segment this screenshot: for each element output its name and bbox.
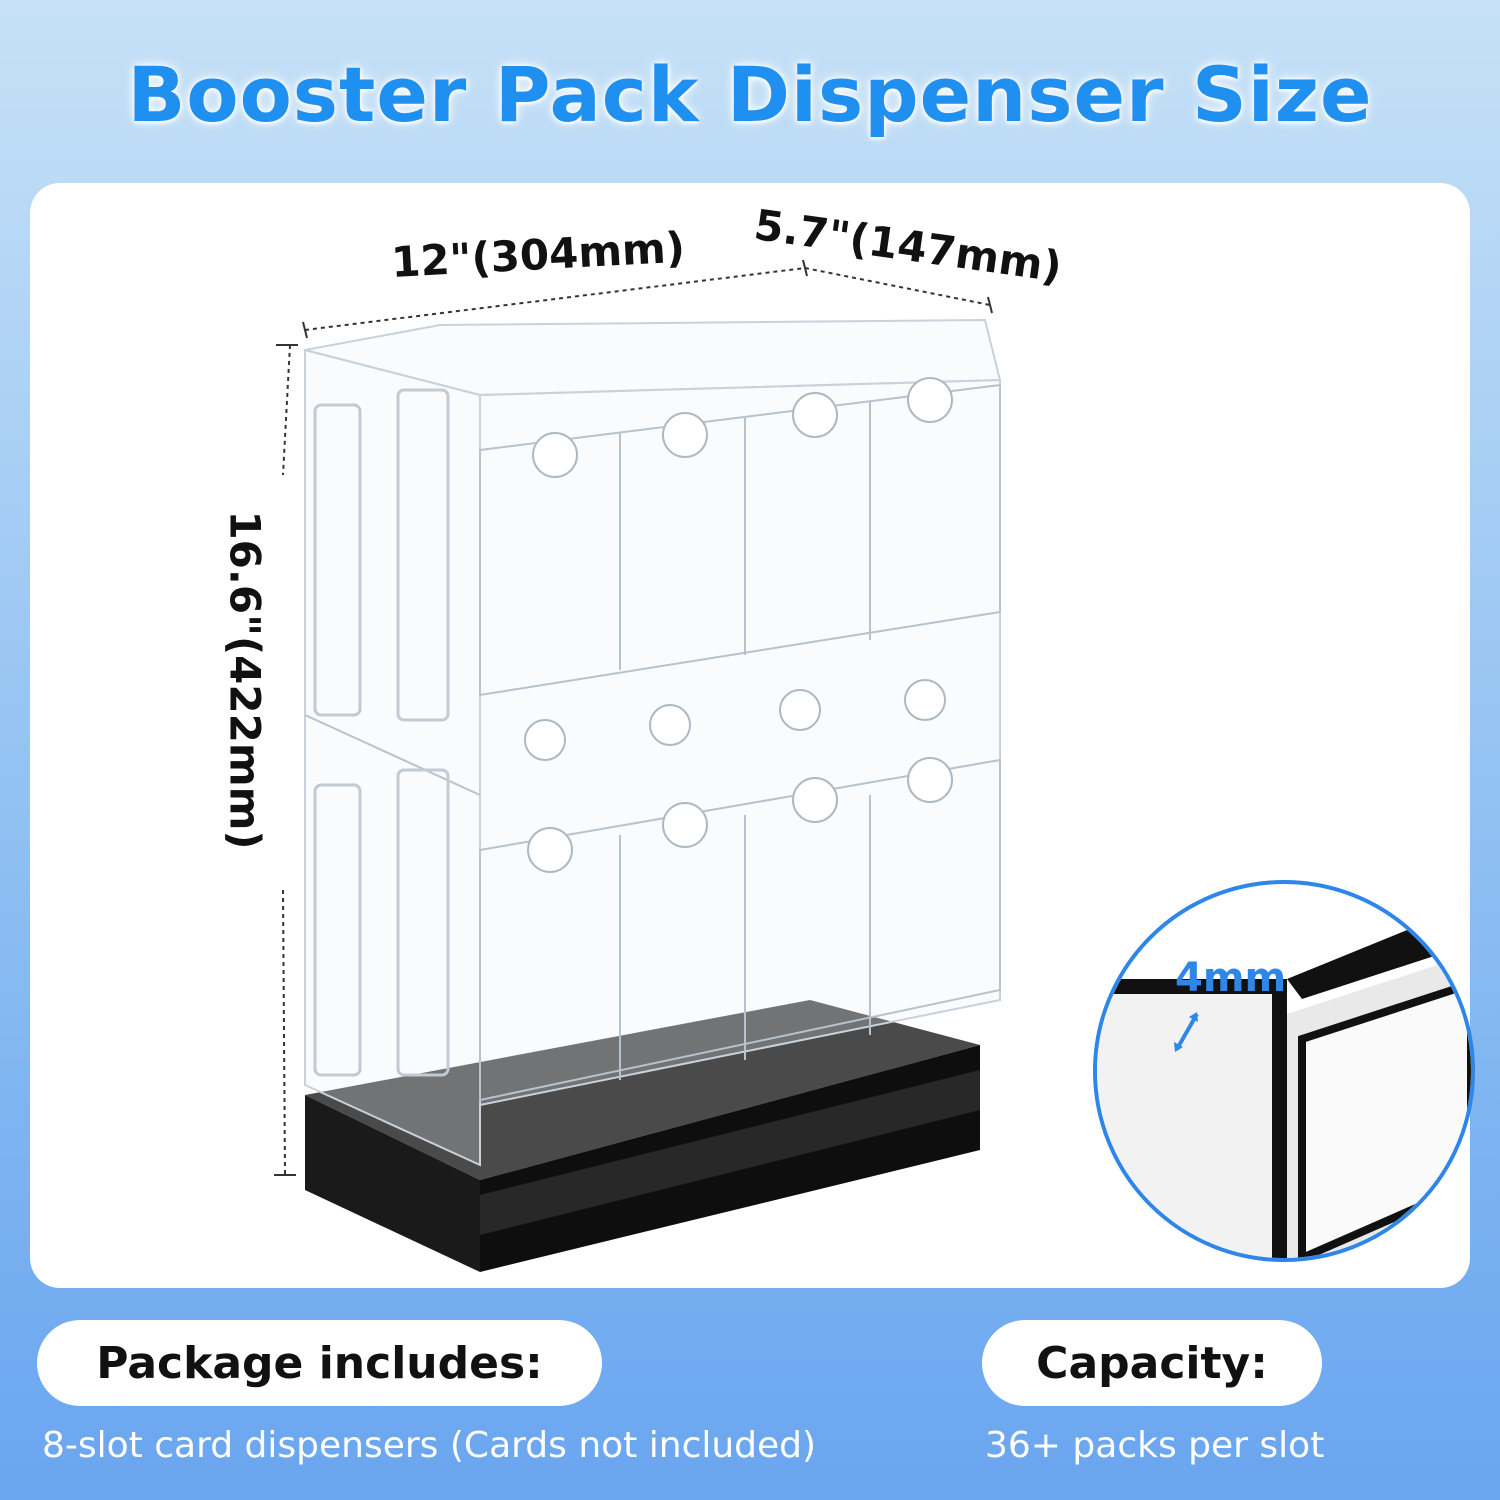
- thickness-label: 4mm: [1175, 955, 1287, 1001]
- slot-notches: [524, 377, 953, 873]
- thickness-zoom-circle: [1093, 880, 1475, 1262]
- capacity-pill: Capacity:: [982, 1320, 1322, 1406]
- page-title: Booster Pack Dispenser Size: [127, 50, 1373, 139]
- package-includes-text: 8-slot card dispensers (Cards not includ…: [42, 1425, 817, 1466]
- black-base: [305, 1000, 980, 1272]
- side-panels: [313, 388, 450, 1077]
- dimension-height-label: 16.6"(422mm): [220, 510, 270, 850]
- capacity-text: 36+ packs per slot: [985, 1425, 1325, 1466]
- dimension-lines: [282, 267, 991, 1176]
- corner-detail-graphic: [1097, 904, 1471, 1258]
- package-includes-pill: Package includes:: [37, 1320, 602, 1406]
